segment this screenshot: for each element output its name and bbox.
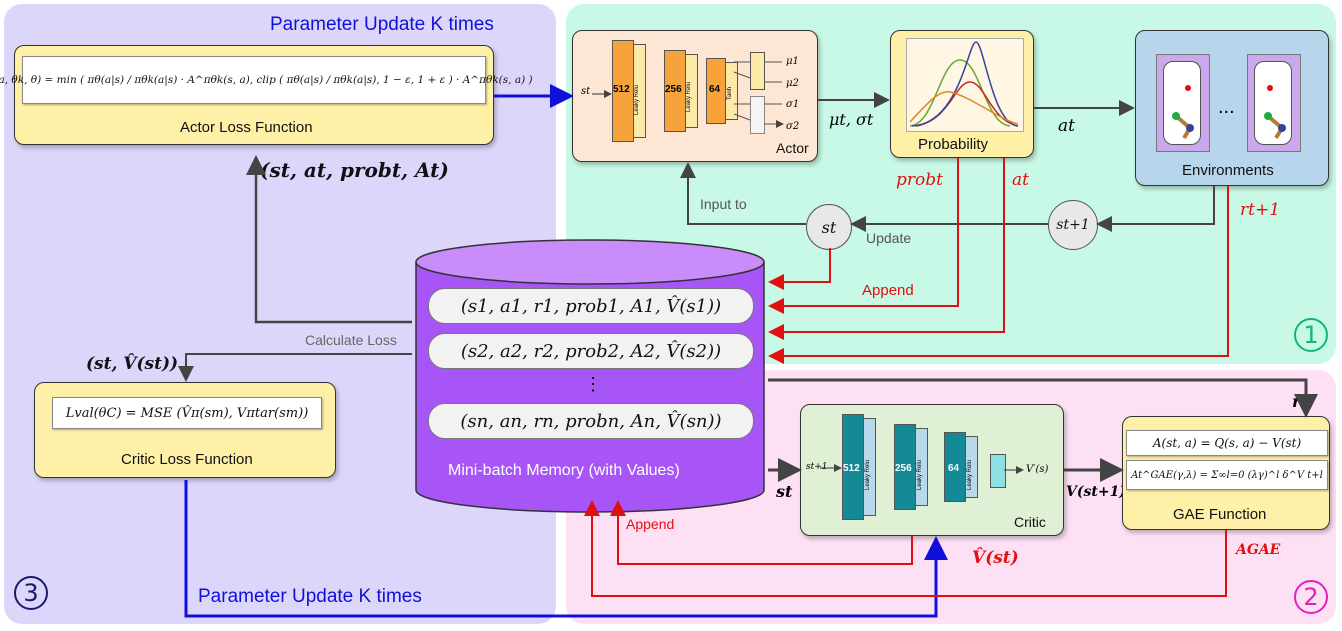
actor-out-sigma1: σ1: [786, 99, 800, 110]
actor-sigma-block: [750, 96, 765, 134]
actor-input: st: [581, 86, 591, 97]
gae-title: GAE Function: [1173, 506, 1267, 523]
bottom-title: Parameter Update K times: [198, 586, 422, 607]
critic-tuple: (st, V̂(st)): [86, 354, 179, 374]
memory-row-1: (s1, a1, r1, prob1, A1, V̂(s1)): [428, 288, 754, 324]
actor-title: Actor: [776, 140, 809, 156]
critic-act-1: [863, 418, 876, 516]
actor-layer-label-64: 64: [709, 84, 721, 95]
section-tag-2: 2: [1294, 580, 1328, 614]
critic-act-3: [965, 436, 978, 498]
critic-loss-formula: Lval(θC) = MSE (V̂π(sm), Vπtar(sm)): [52, 397, 322, 429]
memory-row-n: (sn, an, rn, probn, An, V̂(sn)): [428, 403, 754, 439]
actor-out-sigma2: σ2: [786, 121, 800, 132]
append-bottom-label: Append: [626, 516, 675, 532]
probability-out-label: at: [1058, 116, 1075, 136]
memory-ellipsis: ⋮: [584, 374, 602, 394]
probability-title: Probability: [918, 136, 989, 153]
calculate-loss-label: Calculate Loss: [305, 332, 397, 348]
actor-out-mu1: μ1: [786, 56, 799, 67]
actor-loss-title: Actor Loss Function: [180, 119, 313, 136]
env-dots: ...: [1218, 96, 1235, 118]
env-inner-2: [1254, 61, 1292, 145]
critic-output: V′(s): [1026, 464, 1049, 475]
section-tag-3: 3: [14, 576, 48, 610]
actor-act-1: [633, 44, 646, 138]
gae-agae-label: AGAE: [1236, 542, 1281, 558]
memory-row-2: (s2, a2, r2, prob2, A2, V̂(s2)): [428, 333, 754, 369]
env-inner-1: [1163, 61, 1201, 145]
actor-out-label: μt, σt: [829, 110, 874, 129]
actor-act-2: [685, 54, 698, 128]
critic-layer-label-512: 512: [843, 463, 860, 474]
critic-in-label: st: [776, 482, 793, 501]
memory-cylinder: [415, 239, 765, 513]
critic-vhat-label: V̂(st): [972, 548, 1019, 568]
section-tag-1: 1: [1294, 318, 1328, 352]
critic-output-block: [990, 454, 1006, 488]
a-t-label: at: [1012, 170, 1029, 190]
input-to-label: Input to: [700, 196, 747, 212]
actor-tuple: (st, at, probt, At): [260, 158, 449, 182]
append-top-label: Append: [862, 282, 914, 299]
gae-formula-2: At^GAE(γ,λ) = Σ∞l=0 (λγ)^l δ^V t+l: [1126, 460, 1328, 490]
critic-layer-label-64: 64: [948, 463, 960, 474]
update-label: Update: [866, 230, 912, 246]
critic-layer-label-256: 256: [895, 463, 912, 474]
memory-title: Mini-batch Memory (with Values): [448, 462, 680, 479]
top-title: Parameter Update K times: [270, 14, 494, 35]
prob-t-label: probt: [896, 170, 943, 190]
actor-layer-label-512: 512: [613, 84, 630, 95]
critic-loss-title: Critic Loss Function: [121, 451, 253, 468]
critic-input: st+1: [806, 462, 828, 472]
environments-title: Environments: [1182, 162, 1274, 179]
actor-act-3: [725, 62, 738, 120]
state-circle: st: [806, 204, 852, 250]
critic-out-label: V(st+1): [1066, 484, 1126, 500]
r-t1-label: rt+1: [1240, 200, 1281, 220]
actor-mu-block: [750, 52, 765, 90]
actor-layer-label-256: 256: [665, 84, 682, 95]
critic-act-2: [915, 428, 928, 506]
gae-formula-1: A(st, a) = Q(s, a) − V(st): [1126, 430, 1328, 456]
actor-loss-formula: L(s, a, θk, θ) = min ( πθ(a|s) / πθk(a|s…: [0, 56, 533, 104]
critic-title: Critic: [1014, 514, 1046, 530]
actor-out-mu2: μ2: [786, 78, 799, 89]
